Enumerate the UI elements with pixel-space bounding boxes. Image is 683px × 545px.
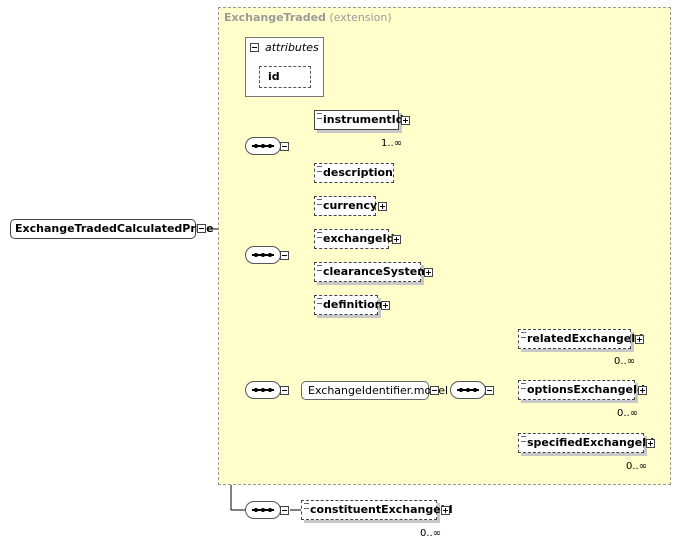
element-icon	[317, 199, 322, 205]
model-group[interactable]: ExchangeIdentifier.model	[301, 381, 448, 400]
element-icon	[317, 298, 322, 304]
element-icon	[521, 436, 526, 442]
sequence-compositor-icon[interactable]	[245, 501, 281, 519]
element-icon	[317, 265, 322, 271]
sequence-compositor-icon[interactable]	[450, 381, 486, 399]
sequence-collapse-icon[interactable]	[280, 386, 289, 395]
element-icon	[521, 332, 526, 338]
element-description[interactable]: description	[314, 163, 394, 183]
element-label: exchangeId	[323, 232, 395, 245]
extension-title: ExchangeTraded (extension)	[224, 11, 392, 24]
expand-icon[interactable]	[392, 235, 401, 244]
attributes-collapse-icon[interactable]	[250, 43, 259, 52]
element-icon	[317, 166, 322, 172]
expand-icon[interactable]	[638, 386, 647, 395]
element-label: specifiedExchangeId	[527, 436, 655, 449]
element-label: clearanceSystem	[323, 265, 429, 278]
extension-suffix: (extension)	[329, 11, 392, 24]
element-icon	[304, 503, 309, 509]
element-label: relatedExchangeId	[527, 332, 644, 345]
expand-icon[interactable]	[424, 268, 433, 277]
attribute-id[interactable]: id	[259, 66, 311, 88]
root-collapse-icon[interactable]	[197, 224, 206, 233]
element-label: description	[323, 166, 393, 179]
element-currency[interactable]: currency	[314, 196, 378, 216]
sequence-compositor-icon[interactable]	[245, 381, 281, 399]
element-label: definition	[323, 298, 383, 311]
sequence-collapse-icon[interactable]	[280, 251, 289, 260]
element-exchangeId[interactable]: exchangeId	[314, 229, 394, 249]
sequence-collapse-icon[interactable]	[280, 142, 289, 151]
expand-icon[interactable]	[635, 335, 644, 344]
element-label: instrumentId	[323, 113, 404, 126]
cardinality-label: 0..∞	[626, 461, 648, 472]
cardinality-label: 1..∞	[381, 138, 403, 149]
element-constituentExchangeId[interactable]: constituentExchangeId	[301, 500, 453, 520]
element-definition[interactable]: definition	[314, 295, 383, 315]
element-icon	[317, 113, 322, 119]
element-specifiedExchangeId[interactable]: specifiedExchangeId	[518, 433, 654, 453]
element-optionsExchangeId[interactable]: optionsExchangeId	[518, 380, 645, 400]
element-icon	[317, 232, 322, 238]
cardinality-label: 0..∞	[614, 356, 636, 367]
cardinality-label: 0..∞	[420, 528, 442, 539]
expand-icon[interactable]	[401, 116, 410, 125]
attributes-label: attributes	[265, 41, 319, 54]
sequence-compositor-icon[interactable]	[245, 137, 281, 155]
model-group-collapse-icon[interactable]	[430, 386, 439, 395]
extension-name: ExchangeTraded	[224, 11, 326, 24]
element-label: optionsExchangeId	[527, 383, 645, 396]
sequence-collapse-icon[interactable]	[485, 386, 494, 395]
element-icon	[521, 383, 526, 389]
expand-icon[interactable]	[381, 301, 390, 310]
element-label: constituentExchangeId	[310, 503, 453, 516]
expand-icon[interactable]	[646, 439, 655, 448]
root-element[interactable]: ExchangeTradedCalculatedPrice	[10, 219, 214, 239]
expand-icon[interactable]	[378, 202, 387, 211]
expand-icon[interactable]	[441, 506, 450, 515]
element-instrumentId[interactable]: instrumentId	[314, 110, 404, 130]
element-label: currency	[323, 199, 378, 212]
cardinality-label: 0..∞	[617, 408, 639, 419]
element-relatedExchangeId[interactable]: relatedExchangeId	[518, 329, 643, 349]
sequence-compositor-icon[interactable]	[245, 246, 281, 264]
sequence-collapse-icon[interactable]	[280, 506, 289, 515]
element-clearanceSystem[interactable]: clearanceSystem	[314, 262, 429, 282]
